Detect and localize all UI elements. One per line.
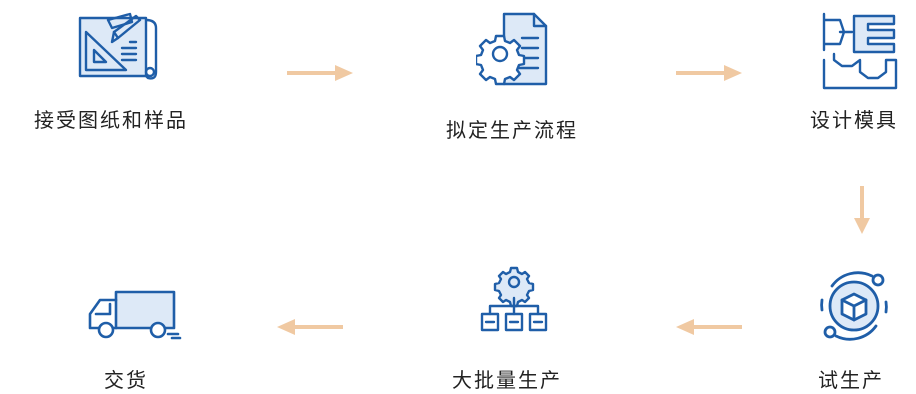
arrow-right-2 [676, 64, 742, 86]
cube-cycle-icon [812, 266, 896, 348]
arrow-down [853, 186, 871, 238]
step-label-receive-drawings: 接受图纸和样品 [34, 108, 188, 132]
step-label-design-mold: 设计模具 [810, 108, 898, 132]
arrow-left-1 [676, 318, 742, 340]
step-label-trial-production: 试生产 [818, 368, 884, 392]
step-label-mass-production: 大批量生产 [452, 368, 562, 392]
delivery-truck-icon [86, 288, 182, 342]
arrow-left-2 [277, 318, 343, 340]
blueprint-icon [78, 10, 162, 82]
arrow-right-1 [287, 64, 353, 86]
gear-network-icon [478, 264, 550, 344]
step-label-plan-process: 拟定生产流程 [446, 118, 578, 142]
step-label-delivery: 交货 [104, 368, 148, 392]
mold-design-icon [820, 10, 900, 92]
document-gear-icon [476, 10, 552, 88]
